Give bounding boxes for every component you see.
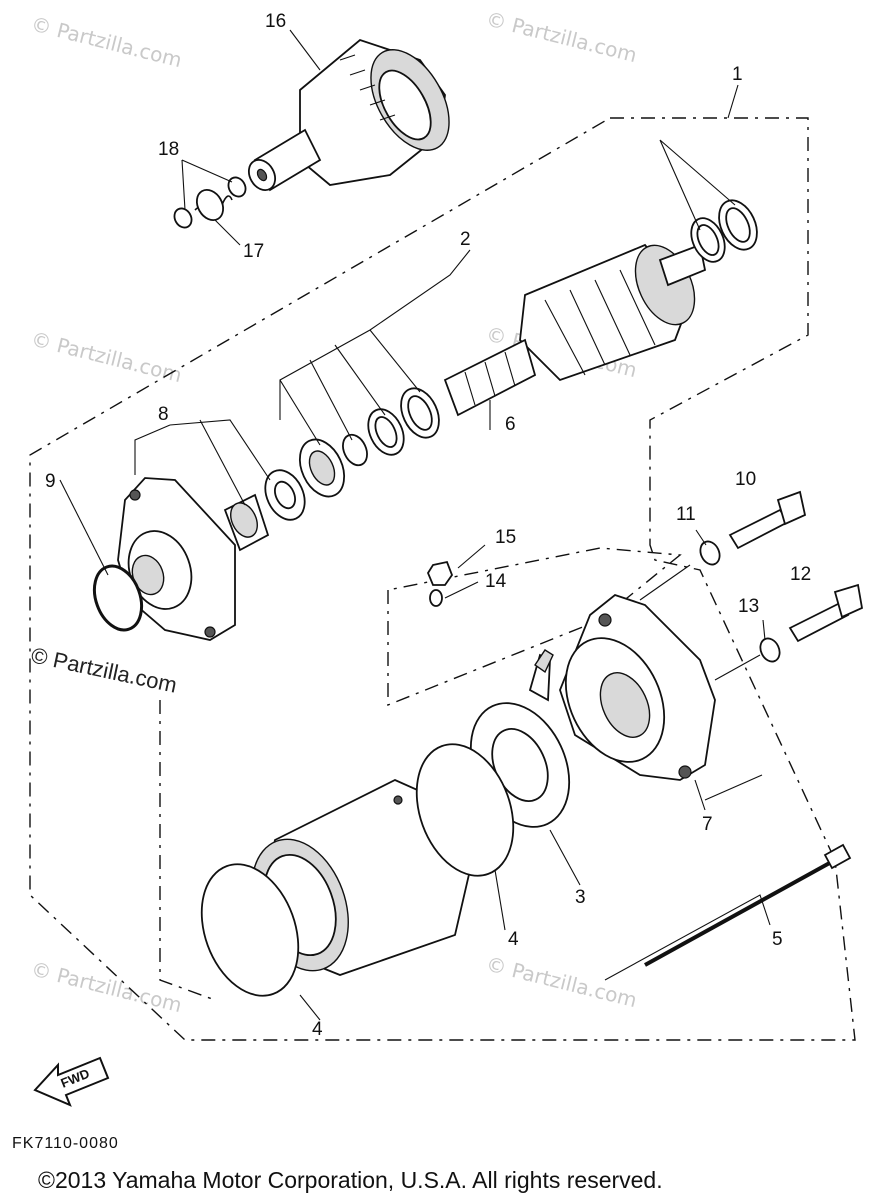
callout-labels: 1 2 3 4 4 5 6 7 8 9 10 11 12 13 14 15 16… (45, 11, 811, 1040)
callout-12: 12 (790, 564, 811, 585)
callout-5: 5 (772, 929, 783, 950)
watermark-prominent: © Partzilla.com (29, 642, 179, 697)
callout-1: 1 (732, 64, 743, 85)
watermark: © Partzilla.com (29, 327, 185, 388)
callout-3: 3 (575, 887, 586, 908)
callout-4: 4 (508, 929, 519, 950)
diagram-code: FK7110-0080 (12, 1135, 119, 1152)
callout-4: 4 (312, 1019, 323, 1040)
callout-18: 18 (158, 139, 179, 160)
watermark: © Partzilla.com (29, 12, 185, 73)
fwd-arrow-icon: FWD (33, 1056, 110, 1107)
part-14-lock-washer (429, 589, 443, 607)
hardware-outline-dashed (387, 547, 682, 707)
callout-7: 7 (702, 814, 713, 835)
part-8-bearings (223, 438, 346, 552)
callout-9: 9 (45, 471, 56, 492)
leader-lines (59, 29, 771, 1021)
callout-2: 2 (460, 229, 471, 250)
callout-6: 6 (505, 414, 516, 435)
part-7-front-cover (559, 593, 716, 781)
callout-11: 11 (676, 504, 696, 525)
part-5-through-bolt (644, 843, 852, 967)
watermark: © Partzilla.com (29, 957, 185, 1018)
copyright-notice: ©2013 Yamaha Motor Corporation, U.S.A. A… (38, 1167, 663, 1193)
part-11-washer (699, 540, 721, 566)
watermark: © Partzilla.com (484, 7, 640, 68)
watermark: © Partzilla.com (484, 952, 640, 1013)
callout-14: 14 (485, 571, 507, 592)
part-4-gasket-rear (415, 743, 515, 877)
callout-16: 16 (265, 11, 286, 32)
end-cover (117, 477, 236, 641)
part-16-starter-clutch (247, 38, 450, 192)
part-12-bolt (788, 583, 864, 643)
part-15-nut (426, 560, 454, 586)
assembly-outline-dashed (29, 117, 856, 1041)
part-4-gasket-front (200, 863, 300, 997)
part-9-o-ring (92, 564, 144, 632)
callout-15: 15 (495, 527, 516, 548)
callout-13: 13 (738, 596, 759, 617)
callout-10: 10 (735, 469, 756, 490)
armature-washers (342, 199, 758, 467)
callout-8: 8 (158, 404, 169, 425)
part-10-bolt (728, 490, 807, 550)
housing-outline-dashed (159, 700, 216, 1001)
part-13-washer (759, 637, 781, 663)
part-17-18-spring-washers (173, 176, 247, 229)
callout-17: 17 (243, 241, 264, 262)
part-6-armature (443, 243, 707, 417)
